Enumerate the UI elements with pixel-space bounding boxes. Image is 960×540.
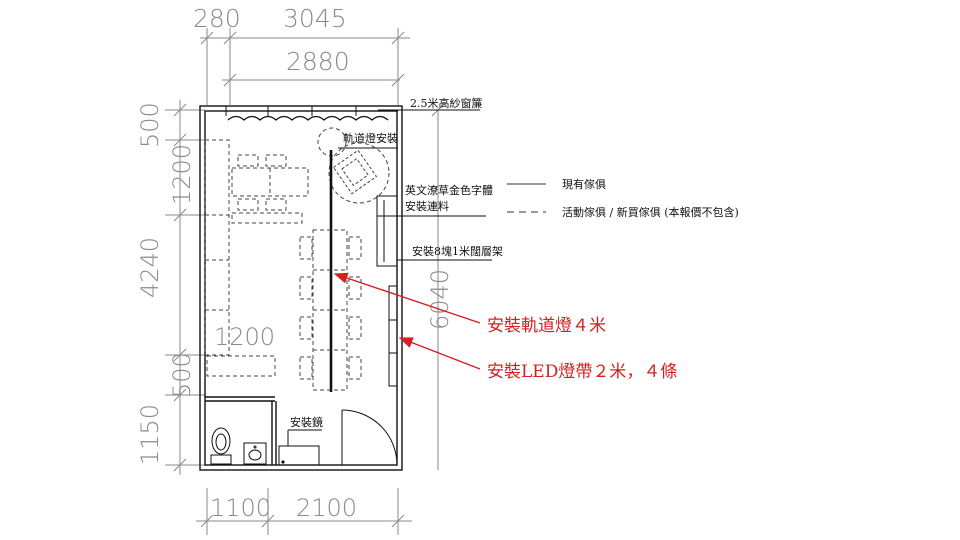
label-curtain: 2.5米高紗窗簾 (410, 96, 483, 110)
dimension-bottom-a: 1100 (210, 494, 271, 522)
toilet (210, 427, 232, 465)
dimension-left-d: 500 (168, 352, 196, 398)
legend-existing: 現有傢俱 (562, 177, 606, 191)
window-frame (225, 105, 398, 116)
sink (243, 442, 267, 465)
dimension-bottom-b: 2100 (296, 494, 357, 522)
label-mirror: 安裝鏡 (290, 415, 323, 429)
armchair-area (328, 142, 390, 204)
mirror-cabinet (278, 429, 322, 466)
callout-led-strip: 安裝LED燈帶２米，４條 (487, 362, 677, 382)
bench-1200 (206, 355, 276, 377)
left-dimension-lines (165, 100, 205, 475)
callout-arrow-led-strip (398, 337, 481, 370)
dimension-left-b: 1200 (168, 144, 196, 205)
dimension-top-c: 2880 (286, 47, 350, 76)
label-shelves: 安裝8塊1米闊層架 (412, 244, 503, 258)
label-track-install: 軌道燈安裝 (343, 131, 398, 145)
dimension-left-e: 1150 (136, 404, 164, 465)
left-wall-cabinets (204, 139, 230, 356)
callout-track-light: 安裝軌道燈４米 (487, 316, 606, 336)
armchair (332, 149, 378, 195)
dimension-top-b: 3045 (283, 4, 347, 33)
callout-arrow-track-light (333, 272, 481, 324)
upper-dining-set (231, 154, 309, 224)
bottom-dimension-lines (196, 488, 412, 535)
curtain-wave (227, 115, 389, 121)
label-gold-lettering: 英文潦草金色字體 (405, 183, 493, 197)
label-gold-lettering-2: 安裝連料 (405, 199, 449, 213)
right-wall-shelving (376, 195, 398, 387)
lower-dining-set (299, 229, 362, 391)
dimension-left-a: 500 (136, 102, 164, 148)
dimension-right: 6040 (426, 269, 454, 330)
top-dimension-lines (200, 28, 410, 105)
dimension-inner: 1200 (214, 323, 275, 351)
dimension-top-a: 280 (193, 4, 241, 33)
entrance-door (341, 409, 398, 466)
legend-movable: 活動傢俱 / 新買傢俱 (本報價不包含) (562, 205, 739, 219)
dimension-left-c: 4240 (136, 237, 164, 298)
cabinet-knob (281, 460, 285, 464)
